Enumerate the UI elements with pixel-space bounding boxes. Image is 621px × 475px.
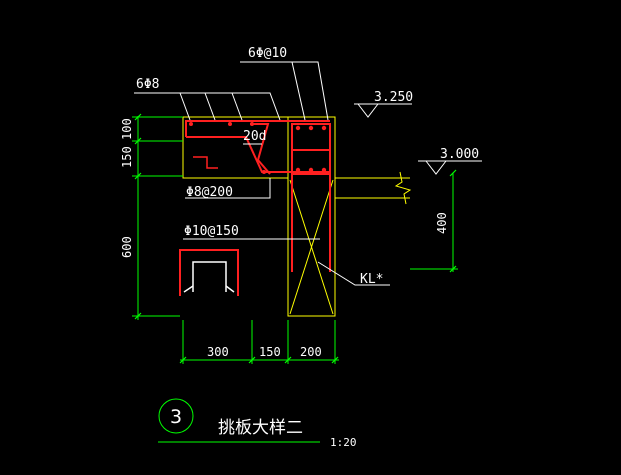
leader-top-rebar-branch bbox=[291, 61, 306, 121]
title-circle bbox=[158, 398, 194, 434]
label-beam-tag: KL* bbox=[360, 272, 383, 287]
dim-bottom-150: 150 bbox=[259, 345, 281, 359]
bar-dot bbox=[189, 122, 193, 126]
concrete-outline bbox=[182, 116, 412, 317]
bar-dot bbox=[321, 167, 327, 173]
bar-dot bbox=[262, 170, 266, 174]
label-elev-slab: 3.000 bbox=[440, 147, 479, 162]
bar-dots bbox=[189, 122, 327, 174]
leader-stirrup-a bbox=[185, 178, 271, 199]
bar-dot bbox=[250, 122, 254, 126]
label-stirrup-a: Φ8@200 bbox=[186, 185, 233, 200]
dim-bottom-200: 200 bbox=[300, 345, 322, 359]
title-name: 挑板大样二 bbox=[218, 418, 303, 438]
elev-top-triangle bbox=[357, 103, 379, 118]
leader-beam-tag bbox=[317, 261, 390, 286]
stirrup-detail-inner bbox=[183, 261, 235, 293]
rebar bbox=[179, 120, 331, 296]
leader-side-rebar-b bbox=[204, 92, 216, 121]
break-symbol bbox=[394, 171, 412, 205]
stirrup-detail bbox=[179, 249, 239, 296]
label-stirrup-b: Φ10@150 bbox=[184, 224, 239, 239]
title-scale: 1:20 bbox=[330, 436, 357, 449]
dim-bottom-300: 300 bbox=[207, 345, 229, 359]
leader-side-rebar-a bbox=[179, 92, 191, 121]
beam-cross-2 bbox=[289, 179, 334, 315]
elevation-marks bbox=[354, 103, 482, 175]
dim-left-150: 150 bbox=[120, 146, 134, 168]
anchor-bar bbox=[250, 123, 271, 175]
bar-dot bbox=[295, 167, 301, 173]
dim-right-400: 400 bbox=[435, 212, 449, 234]
label-top-rebar: 6Φ@10 bbox=[248, 46, 287, 61]
dim-ticks bbox=[134, 113, 457, 364]
label-anchor-length: 20d bbox=[243, 129, 266, 144]
leader-side-rebar bbox=[134, 92, 281, 121]
slab-top-bar bbox=[185, 120, 330, 137]
bar-dot bbox=[308, 167, 314, 173]
leader-side-rebar-c bbox=[231, 92, 243, 121]
bar-dot bbox=[295, 125, 301, 131]
label-elev-top: 3.250 bbox=[374, 90, 413, 105]
leaders bbox=[134, 61, 390, 286]
elev-slab-triangle bbox=[425, 160, 447, 175]
slab-bottom-bar bbox=[186, 136, 330, 173]
bar-dot bbox=[321, 125, 327, 131]
detail-step bbox=[193, 156, 218, 169]
bar-dot bbox=[308, 125, 314, 131]
dim-left-100: 100 bbox=[120, 118, 134, 140]
dim-left-600: 600 bbox=[120, 236, 134, 258]
title-number: 3 bbox=[170, 406, 182, 428]
slab-outline bbox=[182, 116, 336, 317]
bar-dot bbox=[228, 122, 232, 126]
leader-top-rebar bbox=[240, 61, 329, 121]
dimensions-group bbox=[132, 116, 458, 443]
label-side-rebar: 6Φ8 bbox=[136, 77, 159, 92]
